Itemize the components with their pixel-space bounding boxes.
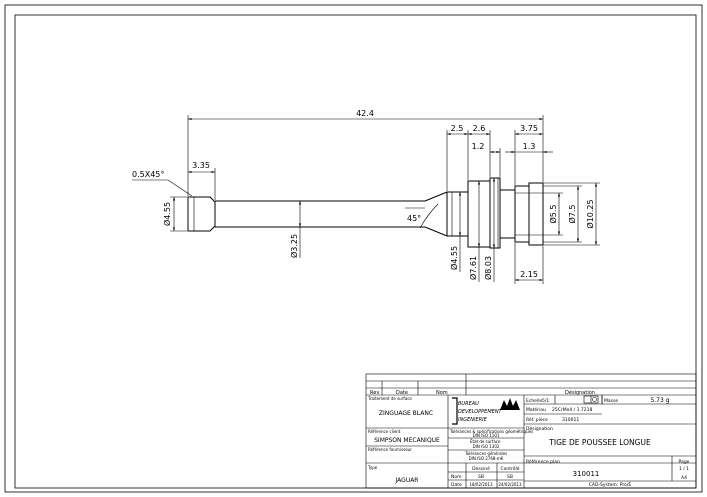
- tol-geo-label: Tolérances & spécifications géométriques: [449, 429, 533, 434]
- outer-border: [4, 4, 703, 493]
- designation-value: TIGE DE POUSSEE LONGUE: [548, 438, 651, 447]
- matiere-label: Matériau: [526, 406, 546, 413]
- company-logo: BUREAU DEVELOPPEMENT INGENIERIE: [452, 397, 520, 425]
- ref-label: Réf. pièce: [526, 416, 548, 423]
- dim-head-dia-a: Ø5.5: [548, 204, 558, 223]
- ref-value: 310011: [562, 417, 579, 423]
- dim-end-length: 3.35: [192, 161, 210, 170]
- traitement-label: Traitement de surface: [367, 396, 412, 401]
- dim-1-2: 1.2: [472, 142, 485, 151]
- dimension-lines: [132, 115, 600, 284]
- masse-label: Masse: [604, 398, 618, 404]
- matiere-value: 25CrMo4 / 1.7218: [552, 407, 592, 413]
- dim-shaft-dia: Ø3.25: [289, 234, 299, 258]
- nom-header: Nom: [436, 390, 448, 396]
- dim-neck-dia: Ø4.55: [449, 246, 459, 270]
- tol-geo-value: DIN ISO 1101: [473, 433, 500, 438]
- svg-text:DEVELOPPEMENT: DEVELOPPEMENT: [458, 409, 503, 415]
- dim-head-dia-b: Ø7.5: [567, 204, 577, 223]
- dim-2-5: 2.5: [451, 124, 464, 133]
- dim-2-15: 2.15: [520, 270, 538, 279]
- type-value: JAGUAR: [395, 477, 419, 484]
- svg-text:INGENIERIE: INGENIERIE: [458, 417, 488, 423]
- dimension-texts: 42.4 0.5X45° 3.35 Ø4.55 Ø3.25 45° Ø4.55 …: [132, 109, 595, 280]
- page-value: 1 / 1: [679, 466, 689, 472]
- svg-text:BUREAU: BUREAU: [458, 401, 479, 407]
- title-block-text: Rev Date Nom Désignation Traitement de s…: [367, 389, 690, 488]
- dim-1-3: 1.3: [523, 142, 536, 151]
- plan-ref-label: Référence plan: [526, 458, 560, 465]
- dessine-date: 18/02/2013: [469, 482, 493, 487]
- controle-label: Contrôlé: [500, 465, 519, 472]
- plan-ref-value: 310011: [573, 470, 600, 478]
- type-label: Type: [367, 465, 378, 470]
- dim-left-dia: Ø4.55: [162, 202, 172, 226]
- rev-header: Rev: [370, 390, 379, 396]
- software-label: CAD-System: Pro/E: [589, 482, 632, 488]
- echelle-label: Echelle: [526, 398, 542, 404]
- dim-collar-dia-a: Ø7.61: [468, 256, 478, 280]
- format-value: A4: [681, 475, 687, 481]
- tol-gen-label: Tolérances générales: [464, 451, 507, 456]
- ref-fournisseur-label: Référence fournisseur: [368, 447, 412, 452]
- masse-value: 5.73 g: [650, 397, 669, 404]
- controle-nom: SB: [507, 474, 513, 480]
- traitement-value: ZINGUAGE BLANC: [379, 410, 433, 417]
- dim-2-6: 2.6: [473, 124, 486, 133]
- dim-cone-angle: 45°: [407, 214, 421, 223]
- date-label: Date: [451, 482, 462, 488]
- dim-collar-dia-b: Ø8.03: [483, 256, 493, 280]
- date-header: Date: [396, 390, 408, 396]
- tol-gen-value: DIN ISO 2768-mK: [469, 456, 504, 461]
- dim-3-75: 3.75: [520, 124, 538, 133]
- echelle-value: 5/1: [542, 398, 549, 404]
- ref-client-label: Référence client: [368, 429, 401, 434]
- etat-surface-value: DIN ISO 1302: [473, 444, 500, 449]
- title-block: [365, 373, 697, 489]
- dim-chamfer-note: 0.5X45°: [132, 170, 164, 179]
- dessine-label: Dessiné: [472, 465, 490, 472]
- etat-surface-label: État de surface: [470, 439, 501, 444]
- dim-head-dia-c: Ø10.25: [585, 199, 595, 228]
- ref-client-value: SIMPSON MECANIQUE: [374, 437, 440, 444]
- page-label: Page: [679, 459, 690, 465]
- dessine-nom: SB: [478, 474, 484, 480]
- controle-date: 24/02/2013: [498, 482, 522, 487]
- dim-overall-length: 42.4: [356, 109, 374, 118]
- designation-label: Désignation: [526, 425, 553, 432]
- part-outline: [187, 177, 544, 249]
- designation-header: Désignation: [565, 389, 595, 396]
- nom-label: Nom: [451, 474, 462, 480]
- inner-border: [14, 14, 697, 489]
